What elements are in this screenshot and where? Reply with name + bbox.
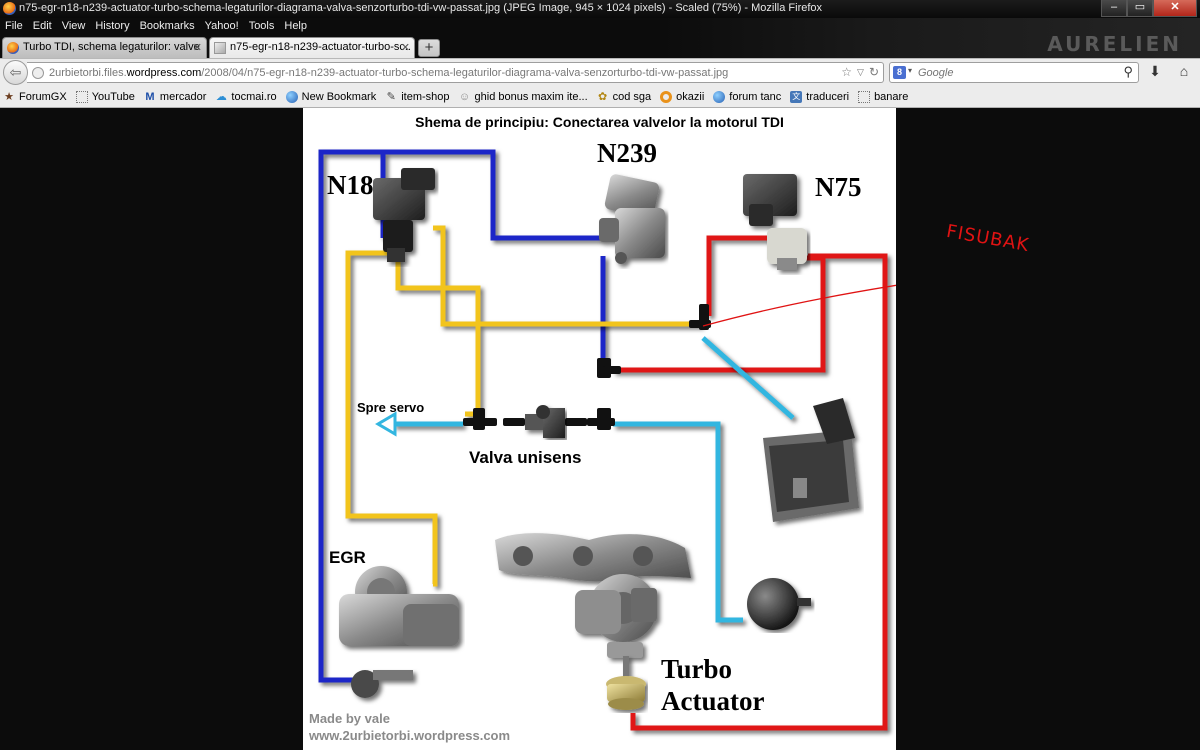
tab-image[interactable]: n75-egr-n18-n239-actuator-turbo-sc... ✕: [209, 37, 415, 58]
menu-edit[interactable]: Edit: [32, 20, 52, 32]
menu-file[interactable]: File: [5, 20, 23, 32]
tab-close-icon[interactable]: ✕: [192, 42, 202, 54]
history-dropdown-icon[interactable]: ▽: [857, 67, 864, 77]
search-bar[interactable]: 8 ▾ ⚲: [889, 62, 1139, 83]
download-icon[interactable]: ⬇: [1149, 63, 1161, 79]
servo-arrow: [375, 411, 397, 437]
menu-view[interactable]: View: [61, 20, 86, 32]
egr-label: EGR: [329, 548, 366, 567]
t-fittings: [463, 304, 711, 430]
menu-bookmarks[interactable]: Bookmarks: [139, 20, 195, 32]
home-icon[interactable]: ⌂: [1179, 63, 1189, 79]
star-icon: ★: [4, 90, 14, 103]
hose-diagram: [318, 149, 896, 731]
globe-icon: [285, 90, 298, 103]
annotation-pointer: [702, 284, 896, 327]
menu-tools[interactable]: Tools: [248, 20, 275, 32]
spre-servo-label: Spre servo: [357, 400, 425, 415]
cyan-hose: [393, 336, 795, 623]
new-tab-button[interactable]: +: [418, 39, 440, 57]
n18-label: N18: [327, 170, 374, 200]
turbo-label: Turbo: [661, 654, 733, 684]
n18-valve: [373, 168, 435, 262]
theme-watermark: AURELIEN: [1047, 32, 1182, 56]
red-hose: [613, 235, 888, 731]
globe-icon: [713, 90, 726, 103]
smile-icon: ☺: [458, 90, 471, 103]
theme-background: AURELIEN: [660, 18, 1200, 58]
turbocharger: [495, 533, 691, 658]
search-icon[interactable]: ⚲: [1123, 64, 1133, 79]
window-title: n75-egr-n18-n239-actuator-turbo-schema-l…: [19, 2, 823, 14]
page-icon: [858, 90, 871, 103]
tab-label: Turbo TDI, schema legaturilor: valve ...: [23, 41, 202, 53]
address-text[interactable]: 2urbietorbi.files.wordpress.com/2008/04/…: [49, 67, 729, 79]
ring-icon: [660, 90, 673, 103]
check-valve: [525, 405, 565, 438]
n239-valve: [599, 174, 665, 264]
engine-dropdown-icon[interactable]: ▾: [908, 66, 913, 75]
navigation-bar: 2urbietorbi.files.wordpress.com/2008/04/…: [0, 58, 1200, 86]
translate-icon: 文: [790, 90, 803, 103]
wave-icon: ☁: [215, 90, 227, 103]
air-filter: [763, 398, 859, 522]
page-icon: [75, 90, 88, 103]
diagram-image[interactable]: Shema de principiu: Conectarea valvelor …: [303, 108, 896, 750]
window-titlebar: n75-egr-n18-n239-actuator-turbo-schema-l…: [0, 0, 1200, 18]
n75-label: N75: [815, 172, 862, 202]
search-input[interactable]: [918, 65, 1108, 80]
bookmark-item[interactable]: forum tanc: [713, 90, 781, 103]
reload-icon[interactable]: ↻: [868, 65, 879, 79]
window-controls: ‒ ▭ ✕: [1101, 0, 1197, 17]
address-buttons: ☆ ▽ ↻: [841, 65, 879, 79]
turbo-actuator: [606, 656, 646, 710]
page-favicon-icon: [7, 42, 19, 54]
site-identity-icon[interactable]: [32, 67, 44, 79]
bookmark-item[interactable]: okazii: [660, 90, 704, 103]
bookmark-item[interactable]: ✎item-shop: [386, 90, 450, 103]
tab-label: n75-egr-n18-n239-actuator-turbo-sc...: [230, 41, 410, 53]
menu-yahoo[interactable]: Yahoo!: [204, 20, 239, 32]
image-viewer: Shema de principiu: Conectarea valvelor …: [0, 108, 1200, 750]
coin-icon: ✿: [598, 90, 608, 103]
bookmark-item[interactable]: YouTube: [75, 90, 135, 103]
m-icon: M: [145, 90, 155, 103]
bookmark-star-icon[interactable]: ☆: [841, 65, 853, 79]
n75-valve: [743, 174, 807, 270]
minimize-button[interactable]: ‒: [1101, 0, 1127, 17]
firefox-icon: [3, 2, 16, 15]
diagram-title: Shema de principiu: Conectarea valvelor …: [415, 114, 784, 130]
menu-help[interactable]: Help: [284, 20, 307, 32]
bookmark-item[interactable]: New Bookmark: [285, 90, 376, 103]
tab-bar: Turbo TDI, schema legaturilor: valve ...…: [0, 36, 1200, 58]
menu-history[interactable]: History: [95, 20, 130, 32]
tab-turbo-tdi[interactable]: Turbo TDI, schema legaturilor: valve ...…: [2, 37, 207, 58]
image-favicon-icon: [214, 42, 226, 54]
actuator-label: Actuator: [661, 686, 765, 716]
google-engine-icon[interactable]: 8: [893, 66, 906, 79]
menu-bar: File Edit View History Bookmarks Yahoo! …: [0, 18, 312, 36]
n239-label: N239: [597, 138, 657, 168]
back-button[interactable]: ⇦: [3, 60, 28, 85]
pin-icon: ✎: [386, 90, 396, 103]
valva-unisens-label: Valva unisens: [469, 448, 582, 467]
bookmark-item[interactable]: banare: [858, 90, 908, 103]
maximize-button[interactable]: ▭: [1127, 0, 1153, 17]
vacuum-reservoir: [747, 578, 811, 630]
tab-close-icon[interactable]: ✕: [400, 42, 410, 54]
address-bar[interactable]: 2urbietorbi.files.wordpress.com/2008/04/…: [27, 62, 884, 83]
bookmark-item[interactable]: ☁tocmai.ro: [215, 90, 277, 103]
close-window-button[interactable]: ✕: [1153, 0, 1197, 17]
credit-url: www.2urbietorbi.wordpress.com: [309, 728, 511, 743]
credit-author: Made by vale: [309, 711, 390, 726]
egr-valve: [339, 566, 459, 698]
bookmark-item[interactable]: ☺ghid bonus maxim ite...: [458, 90, 588, 103]
bookmark-item[interactable]: ✿cod sga: [598, 90, 652, 103]
bookmark-item[interactable]: ★ForumGX: [4, 90, 67, 103]
